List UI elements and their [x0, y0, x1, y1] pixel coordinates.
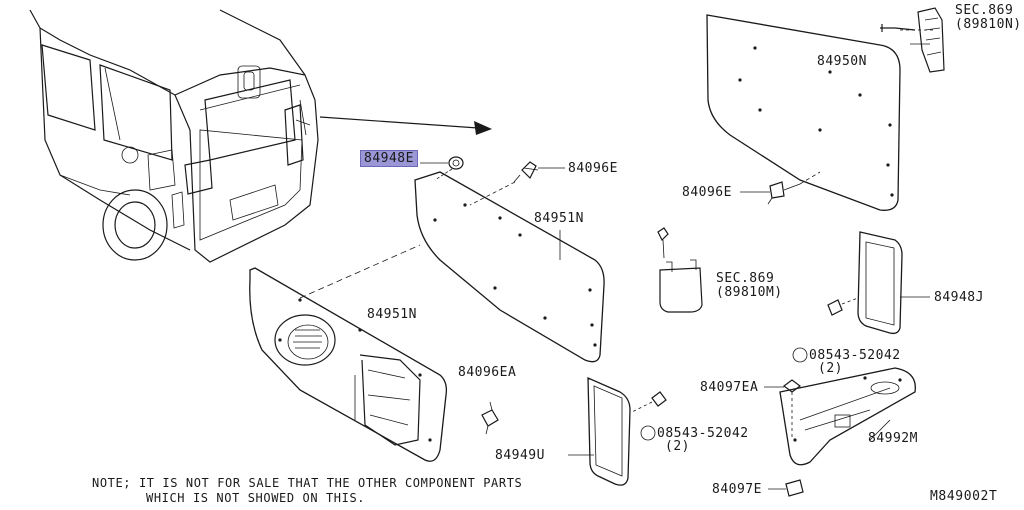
- panel-84951n-lower: [249, 244, 448, 462]
- screw-mid-qty: (2): [665, 439, 690, 454]
- note-line-1: NOTE; IT IS NOT FOR SALE THAT THE OTHER …: [92, 476, 523, 490]
- part-label-84948e[interactable]: 84948E: [360, 150, 418, 167]
- panel-84949u: [587, 376, 667, 486]
- cover-84992m: [779, 367, 916, 497]
- part-label-84097e[interactable]: 84097E: [712, 482, 762, 497]
- diagram-code: M849002T: [930, 489, 998, 504]
- leader-lines: [420, 43, 930, 490]
- part-label-84948j[interactable]: 84948J: [934, 290, 984, 305]
- grommet-84948e: [434, 156, 464, 181]
- part-label-84992m[interactable]: 84992M: [868, 431, 918, 446]
- clip-84096e-top: [469, 161, 565, 206]
- clip-84096e-right: [767, 171, 821, 205]
- panel-84951n-middle: [414, 171, 605, 363]
- note-line-2: WHICH IS NOT SHOWED ON THIS.: [146, 491, 366, 505]
- part-label-84096e-right[interactable]: 84096E: [682, 185, 732, 200]
- direction-arrow: [319, 116, 492, 135]
- sec-869-top-code[interactable]: (89810N): [955, 17, 1022, 32]
- sec-869-top-label[interactable]: SEC.869: [955, 3, 1014, 18]
- bracket-89810m: [657, 227, 703, 313]
- screw-right-qty: (2): [818, 361, 843, 376]
- bracket-89810n: [880, 7, 945, 73]
- part-label-84950n[interactable]: 84950N: [817, 54, 867, 69]
- part-label-screw-right[interactable]: 08543-52042: [809, 348, 901, 363]
- screw-symbols: [640, 347, 808, 441]
- part-label-84096e-top[interactable]: 84096E: [568, 161, 618, 176]
- sec-869-mid-code[interactable]: (89810M): [716, 285, 783, 300]
- part-label-84951n-lower[interactable]: 84951N: [367, 307, 417, 322]
- part-label-84097ea[interactable]: 84097EA: [700, 380, 759, 395]
- panel-84948j: [827, 231, 903, 335]
- part-label-screw-mid[interactable]: 08543-52042: [657, 426, 749, 441]
- van-illustration: [29, 9, 319, 263]
- part-label-84951n-middle[interactable]: 84951N: [534, 211, 584, 226]
- part-label-84096ea[interactable]: 84096EA: [458, 365, 517, 380]
- clip-84096ea: [481, 401, 499, 435]
- panel-84950n: [706, 14, 901, 211]
- sec-869-mid-label[interactable]: SEC.869: [716, 271, 775, 286]
- part-label-84949u[interactable]: 84949U: [495, 448, 545, 463]
